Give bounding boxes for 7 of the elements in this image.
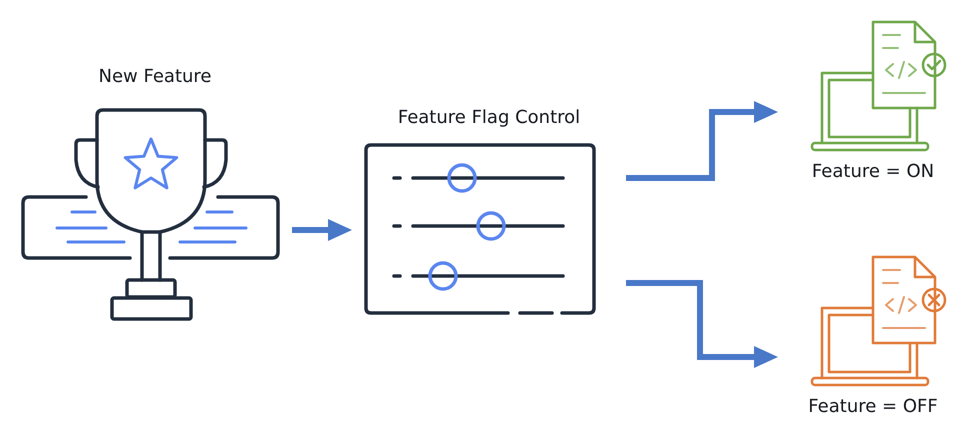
- arrow: [626, 101, 778, 181]
- node-title: Feature = ON: [812, 161, 934, 182]
- arrow: [292, 219, 352, 241]
- node-title: New Feature: [98, 66, 212, 87]
- node-title: Feature Flag Control: [398, 107, 580, 128]
- arrow: [626, 280, 778, 368]
- node-title: Feature = OFF: [808, 396, 938, 417]
